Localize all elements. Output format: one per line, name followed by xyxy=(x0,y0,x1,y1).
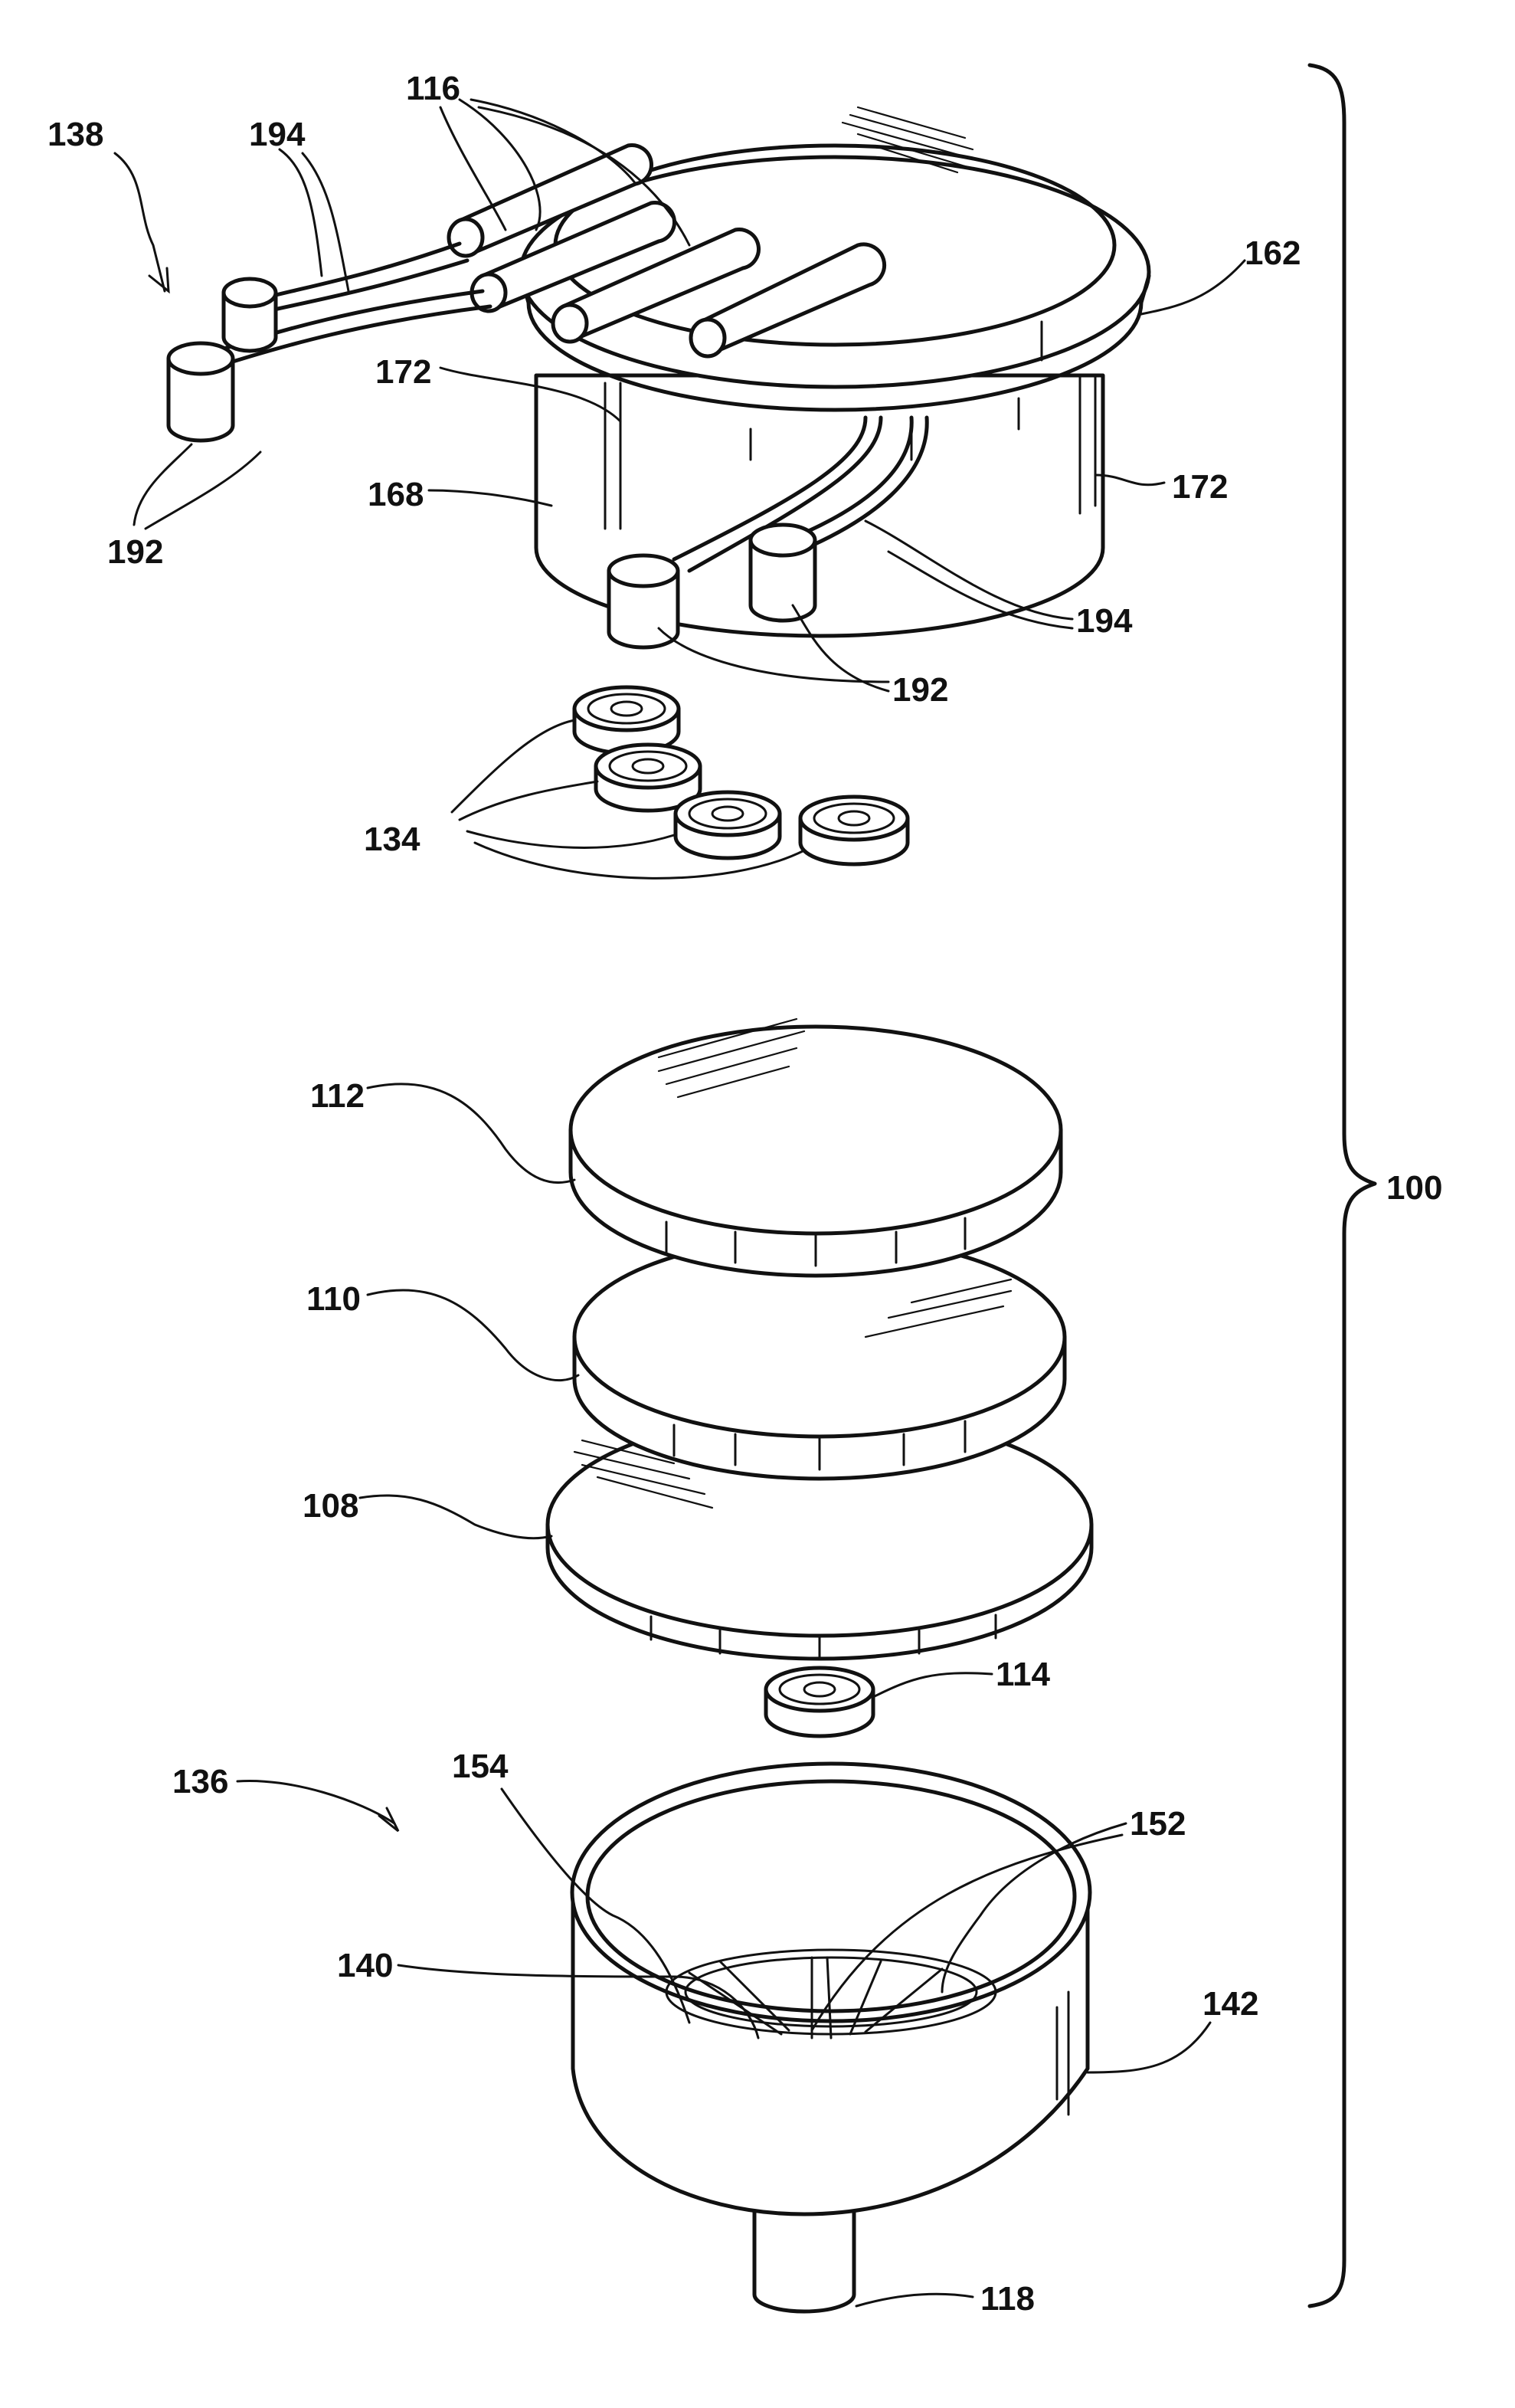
label-192-left: 192 xyxy=(107,533,163,571)
label-118: 118 xyxy=(980,2280,1035,2318)
label-162: 162 xyxy=(1245,234,1301,272)
valves-134 xyxy=(574,687,908,864)
label-194-top: 194 xyxy=(249,116,306,153)
assembly-brace xyxy=(1310,65,1375,2306)
funnel-base-136 xyxy=(572,1764,1090,2311)
label-154: 154 xyxy=(452,1748,509,1785)
label-134: 134 xyxy=(364,821,420,858)
label-138: 138 xyxy=(47,116,103,153)
label-110: 110 xyxy=(306,1280,361,1318)
label-194-right: 194 xyxy=(1076,602,1133,640)
label-140: 140 xyxy=(337,1947,393,1984)
label-114: 114 xyxy=(996,1656,1051,1693)
disc-112 xyxy=(571,1019,1061,1276)
label-112: 112 xyxy=(310,1077,365,1115)
label-152: 152 xyxy=(1130,1805,1186,1843)
valve-114 xyxy=(766,1668,873,1736)
label-108: 108 xyxy=(303,1487,358,1525)
hoses-left xyxy=(169,244,490,441)
label-172-left: 172 xyxy=(375,353,431,391)
label-136: 136 xyxy=(172,1763,228,1800)
label-168: 168 xyxy=(368,476,424,513)
label-172-right: 172 xyxy=(1172,468,1228,506)
label-100: 100 xyxy=(1386,1169,1442,1207)
label-192-right: 192 xyxy=(892,671,948,709)
label-142: 142 xyxy=(1203,1985,1258,2023)
label-116: 116 xyxy=(406,70,460,107)
